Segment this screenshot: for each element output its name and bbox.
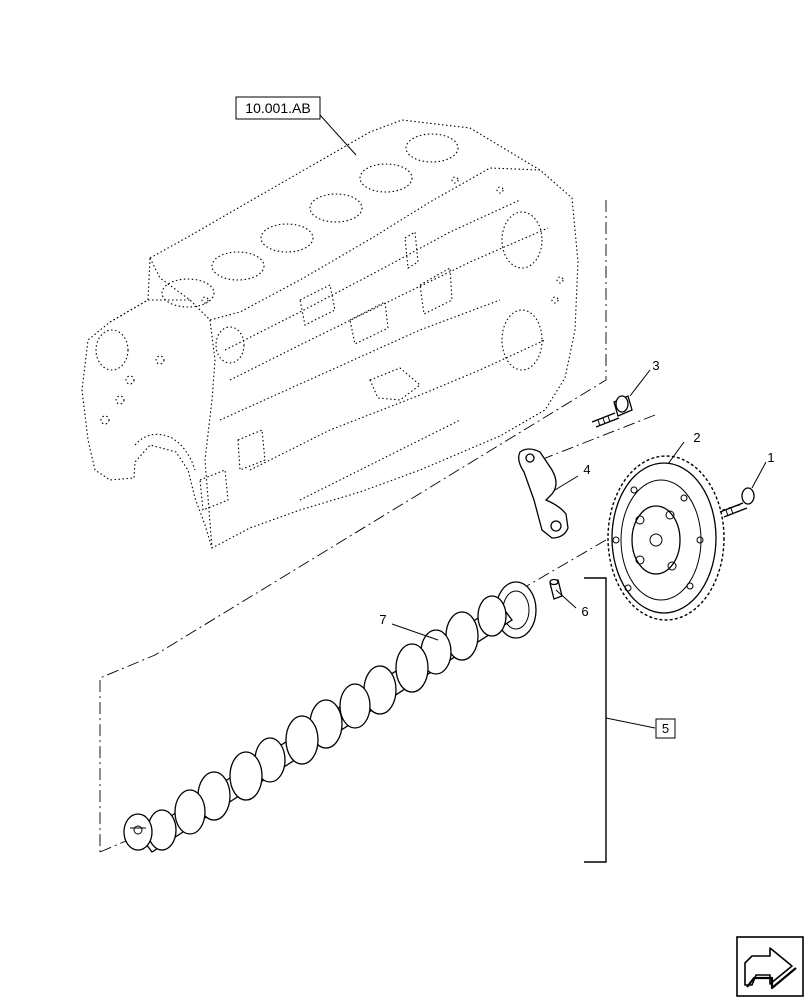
- engine-block-outline: [81, 119, 579, 549]
- callout-3: 3: [652, 358, 659, 373]
- camshaft-part-7: [123, 581, 537, 853]
- reference-label: 10.001.AB: [245, 100, 310, 116]
- bolt-part-3: [591, 395, 633, 428]
- callout-2: 2: [693, 430, 700, 445]
- arrow-navigation-icon[interactable]: [736, 936, 804, 997]
- bolt-part-1: [719, 487, 755, 518]
- reference-box: 10.001.AB: [235, 96, 321, 120]
- reference-leader-line: [319, 114, 357, 156]
- callout-5-box: 5: [655, 718, 676, 739]
- callout-4: 4: [583, 462, 590, 477]
- callout-7: 7: [379, 612, 386, 627]
- dowel-pin-part-6: [549, 578, 563, 600]
- assembly-bracket: [584, 577, 656, 863]
- callout-leaders: [391, 369, 767, 641]
- callout-5: 5: [662, 721, 669, 736]
- thrust-plate-part-4: [518, 448, 569, 539]
- callout-6: 6: [581, 604, 588, 619]
- camshaft-gear-part-2: [607, 455, 725, 621]
- callout-1: 1: [767, 450, 774, 465]
